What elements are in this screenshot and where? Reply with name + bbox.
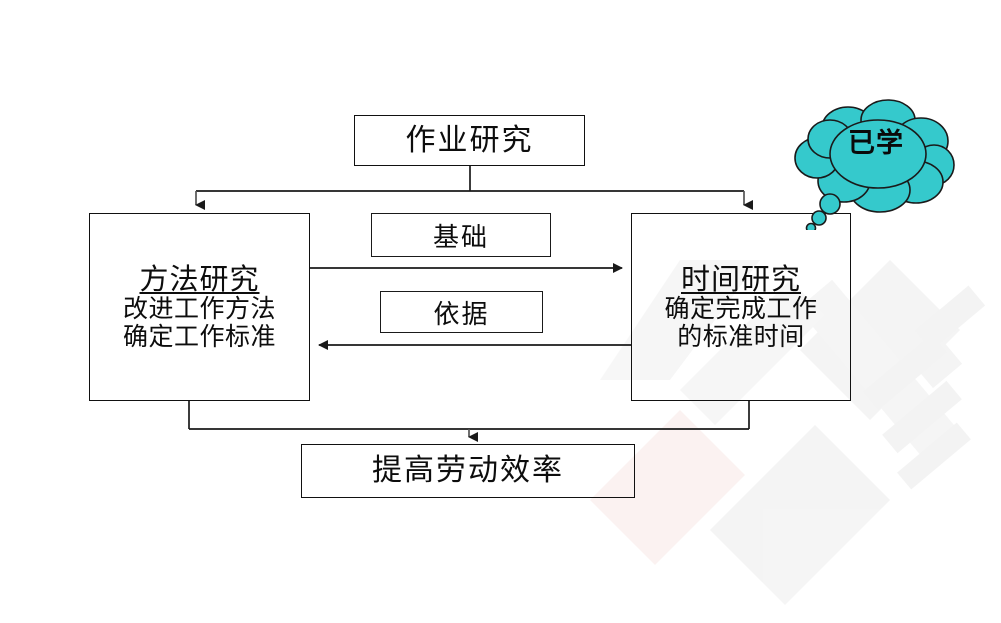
node-method-study-line2: 确定工作标准	[122, 322, 276, 352]
node-method-study-title: 方法研究	[139, 261, 260, 296]
edge-top-to-children	[195, 166, 753, 210]
edge-label-reason-text: 依据	[433, 299, 490, 330]
edge-label-basis-text: 基础	[432, 222, 489, 253]
edge-children-to-result	[188, 401, 750, 442]
edge-label-basis[interactable]: 基础	[371, 213, 551, 257]
node-work-study[interactable]: 作业研究	[354, 115, 585, 166]
thought-bubble-label: 已学	[848, 127, 904, 159]
edge-label-reason[interactable]: 依据	[380, 291, 543, 333]
node-time-study-title: 时间研究	[680, 261, 801, 296]
node-time-study[interactable]: 时间研究 确定完成工作 的标准时间	[631, 213, 851, 401]
node-work-study-label: 作业研究	[405, 122, 534, 158]
node-method-study[interactable]: 方法研究 改进工作方法 确定工作标准	[89, 213, 310, 401]
node-method-study-line1: 改进工作方法	[122, 293, 276, 323]
node-time-study-line1: 确定完成工作	[664, 293, 818, 323]
node-improve-efficiency-label: 提高劳动效率	[372, 453, 564, 489]
thought-bubble-icon	[794, 99, 955, 230]
node-time-study-line2: 的标准时间	[677, 322, 805, 352]
node-improve-efficiency[interactable]: 提高劳动效率	[301, 444, 635, 498]
